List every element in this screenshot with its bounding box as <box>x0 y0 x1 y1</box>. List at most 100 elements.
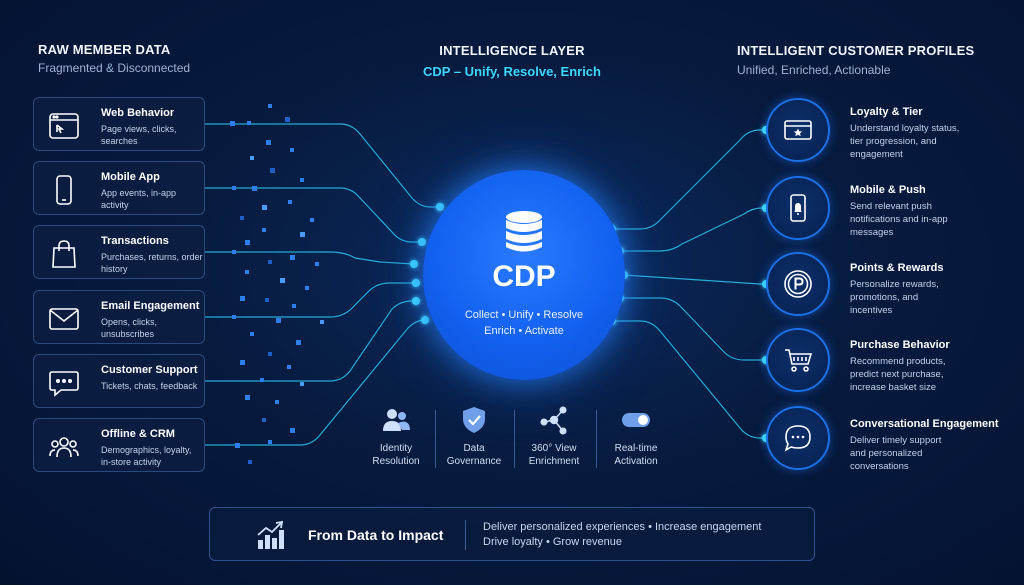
hub-dot <box>412 297 420 305</box>
cdp-hub-line: Collect • Unify • Resolve <box>464 309 584 321</box>
source-description: App events, in-app activity <box>101 188 177 210</box>
hub-dot <box>436 203 444 211</box>
connector-points <box>623 274 766 285</box>
shield-check-icon <box>463 407 485 433</box>
profile-line: conversations <box>850 461 909 472</box>
feature-label: Data <box>463 443 485 454</box>
profile-ring-purchase <box>766 328 830 392</box>
connector-transactions <box>205 251 415 265</box>
smartphone-icon <box>56 175 72 205</box>
banner-divider <box>465 520 466 550</box>
users-icon <box>383 409 410 431</box>
people-group-icon <box>49 437 79 458</box>
loyalty-card-icon <box>784 120 812 140</box>
profile-line: Deliver timely support <box>850 435 942 446</box>
banner-title: From Data to Impact <box>308 527 444 543</box>
source-title: Offline & CRM <box>101 428 175 440</box>
profile-line: promotions, and <box>850 292 919 303</box>
source-description: Purchases, returns, order history <box>101 252 203 274</box>
network-nodes-icon <box>540 406 567 435</box>
source-description: Tickets, chats, feedback <box>101 381 198 391</box>
right-connectors <box>612 129 766 439</box>
source-title: Customer Support <box>101 364 198 376</box>
connector-web-behavior <box>205 123 440 208</box>
profile-title: Mobile & Push <box>850 184 926 196</box>
data-particles <box>230 104 324 464</box>
source-description: Demographics, loyalty, in-store activity <box>101 445 192 467</box>
middle-title: INTELLIGENCE LAYER <box>439 43 585 58</box>
feature-divider <box>514 410 515 468</box>
profile-line: tier progression, and <box>850 136 937 147</box>
hub-dot <box>412 279 420 287</box>
profile-line: engagement <box>850 149 903 160</box>
profile-ring-conversational <box>766 406 830 470</box>
feature-divider <box>596 410 597 468</box>
cdp-hub-capabilities: Collect • Unify • Resolve Enrich • Activ… <box>423 307 625 339</box>
connector-email <box>205 282 416 318</box>
growth-chart-icon <box>257 520 284 549</box>
banner-line: Drive loyalty • Grow revenue <box>483 536 622 548</box>
hub-dot <box>421 316 429 324</box>
source-card-customer-support: Customer Support Tickets, chats, feedbac… <box>33 354 205 408</box>
feature-label: Activation <box>614 456 658 467</box>
source-title: Web Behavior <box>101 107 175 119</box>
left-column-title: RAW MEMBER DATA <box>38 42 171 57</box>
feature-label: Identity <box>379 443 413 454</box>
hub-dot <box>410 260 418 268</box>
profile-title: Conversational Engagement <box>850 418 999 430</box>
profile-line: Recommend products, <box>850 356 946 367</box>
chat-bubble-icon <box>49 371 79 397</box>
chat-icon <box>784 425 811 452</box>
source-description: Page views, clicks, searches <box>101 124 177 146</box>
source-card-web-behavior: Web Behavior Page views, clicks, searche… <box>33 97 205 151</box>
envelope-icon <box>49 308 79 330</box>
source-title: Email Engagement <box>101 300 200 312</box>
profile-description: Understand loyalty status,tier progressi… <box>850 122 1000 161</box>
connector-mobile-push <box>620 207 766 252</box>
impact-banner: From Data to Impact Deliver personalized… <box>209 507 815 561</box>
profile-line: incentives <box>850 305 893 316</box>
feature-label: Enrichment <box>528 456 580 467</box>
source-card-offline-crm: Offline & CRM Demographics, loyalty, in-… <box>33 418 205 472</box>
source-title: Transactions <box>101 235 169 247</box>
connector-loyalty <box>612 129 766 230</box>
profile-description: Personalize rewards, promotions, and incen… <box>850 278 1000 317</box>
profile-description: Deliver timely support and personalized co… <box>850 434 1000 473</box>
connector-conversational <box>612 320 766 439</box>
left-column-subtitle: Fragmented & Disconnected <box>38 61 191 75</box>
profile-description: Send relevant push notifications and in-a… <box>850 200 1000 239</box>
profile-line: messages <box>850 227 894 238</box>
profile-title: Points & Rewards <box>850 262 944 274</box>
profile-line: Personalize rewards, <box>850 279 939 290</box>
profile-title: Purchase Behavior <box>850 339 950 351</box>
right-column-title: INTELLIGENT CUSTOMER PROFILES <box>737 43 975 58</box>
connector-offline <box>205 319 426 446</box>
cdp-hub-title: CDP <box>492 260 556 293</box>
profile-ring-mobile-push <box>766 176 830 240</box>
source-card-transactions: Transactions Purchases, returns, order h… <box>33 225 205 279</box>
banner-line: Deliver personalized experiences • Incre… <box>483 521 762 533</box>
database-icon <box>506 211 542 252</box>
points-coin-icon <box>784 270 812 298</box>
left-connectors <box>205 123 440 446</box>
source-card-email-engagement: Email Engagement Opens, clicks, unsubscr… <box>33 290 205 344</box>
profile-description: Recommend products, predict next purchase… <box>850 355 1000 394</box>
shopping-bag-icon <box>52 240 76 268</box>
feature-label: Resolution <box>372 456 420 467</box>
profile-line: notifications and in-app <box>850 214 948 225</box>
phone-bell-icon <box>790 194 806 222</box>
profile-line: Send relevant push <box>850 201 932 212</box>
shopping-cart-icon <box>785 349 813 372</box>
profile-line: and personalized <box>850 448 923 459</box>
profile-line: predict next purchase, <box>850 369 944 380</box>
source-card-mobile-app: Mobile App App events, in-app activity <box>33 161 205 215</box>
cdp-hub: CDP Collect • Unify • Resolve Enrich • A… <box>423 170 625 380</box>
browser-window-icon <box>49 113 79 139</box>
hub-dot <box>418 238 426 246</box>
feature-label: Governance <box>446 456 502 467</box>
connector-support <box>205 300 416 382</box>
